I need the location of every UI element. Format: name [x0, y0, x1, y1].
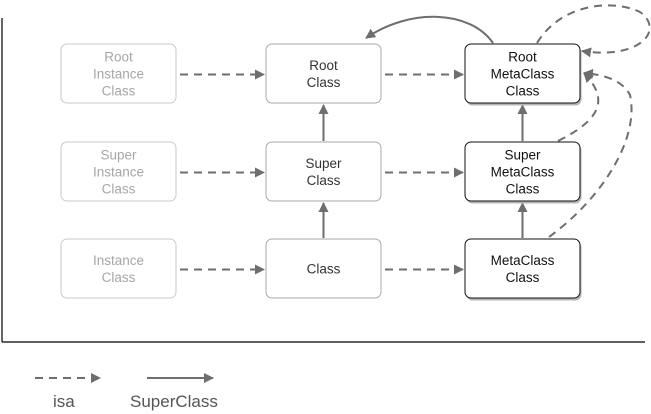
nodes-layer: RootInstanceClassRootClassRootMetaClassC… [60, 43, 582, 301]
node-box [60, 141, 177, 202]
node-label-line: Instance [93, 165, 144, 180]
node-label-line: Root [309, 58, 338, 73]
node-label-line: Root [508, 50, 537, 65]
node-label-line: Class [102, 84, 136, 99]
node-label-line: MetaClass [491, 67, 555, 82]
node-box [464, 238, 581, 299]
node-box [265, 141, 382, 202]
node-label-line: Class [102, 182, 136, 197]
node-label-line: Instance [93, 67, 144, 82]
node-label-line: Class [506, 270, 540, 285]
node-label-line: Super [504, 148, 541, 163]
node-box [60, 238, 177, 299]
node-label-line: Class [506, 182, 540, 197]
node-label-line: Class [307, 262, 341, 277]
node-label-line: Class [506, 84, 540, 99]
node-box [60, 43, 177, 104]
node-label-line: MetaClass [491, 253, 555, 268]
node-label-line: Class [307, 75, 341, 90]
legend-isa-label: isa [53, 392, 75, 411]
node-box [265, 43, 382, 104]
node-box [265, 238, 382, 299]
node-label-line: MetaClass [491, 165, 555, 180]
superclass-arrow-root-meta-to-root-class [365, 15, 494, 44]
node-label-line: Super [305, 156, 342, 171]
node-box [464, 43, 581, 104]
node-label-line: Super [100, 148, 137, 163]
isa-curve-meta-to-root-meta [548, 68, 633, 238]
edges-layer [180, 4, 651, 275]
node-box [464, 141, 581, 202]
node-label-line: Root [104, 50, 133, 65]
legend-superclass-label: SuperClass [130, 392, 218, 411]
node-label-line: Class [102, 270, 136, 285]
node-super-class: SuperClass [265, 141, 382, 202]
legend: isa SuperClass [35, 373, 218, 411]
node-class: Class [265, 238, 382, 299]
node-label-line: Instance [93, 253, 144, 268]
isa-curve-root-meta-to-root-meta [536, 4, 651, 58]
node-label-line: Class [307, 173, 341, 188]
